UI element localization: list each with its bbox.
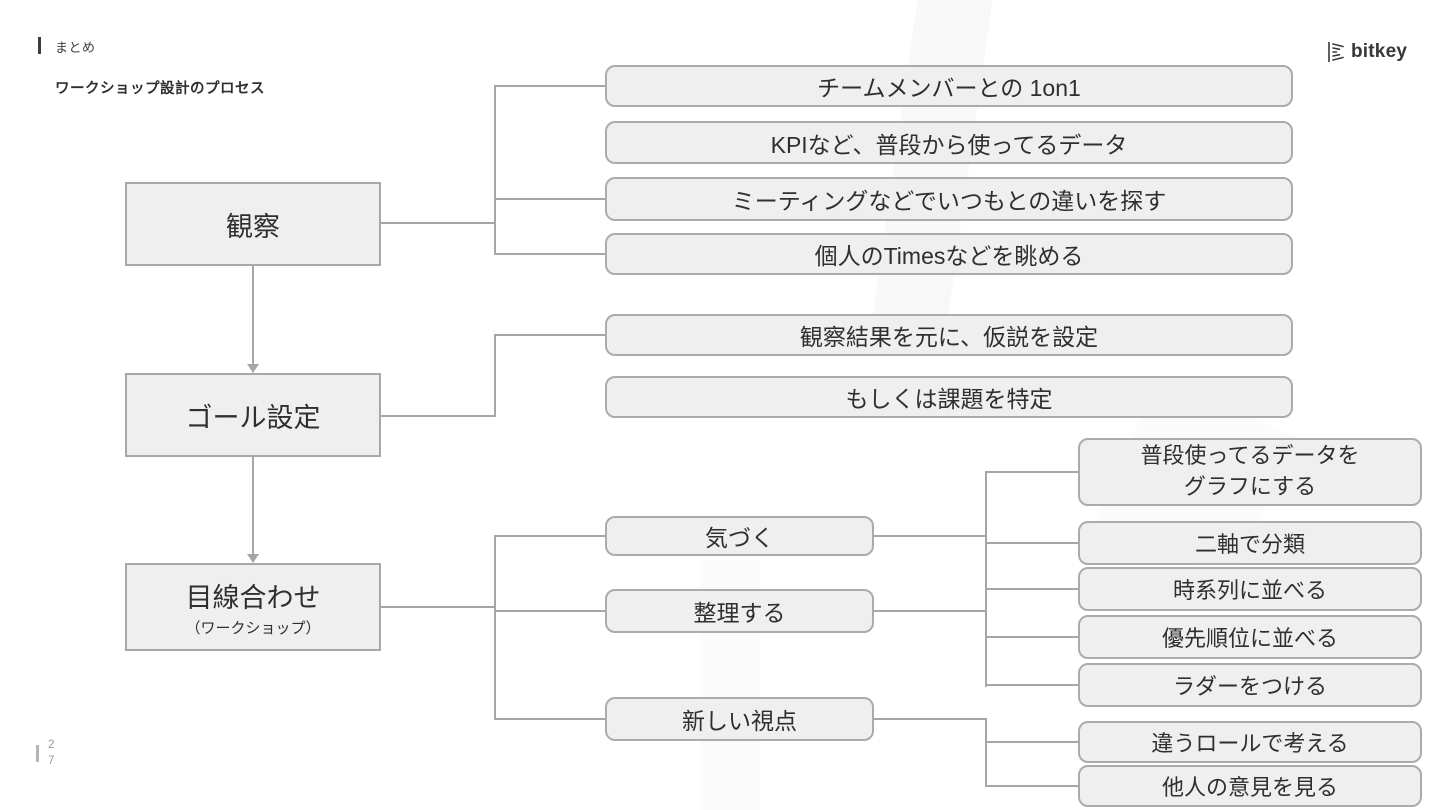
connector-line [494, 253, 605, 255]
connector-line [985, 588, 1078, 590]
technique-box-chronological: 時系列に並べる [1078, 567, 1422, 611]
brand-logo-text: bitkey [1351, 41, 1408, 62]
stage-label: 観察 [226, 211, 280, 242]
item-label: 他人の意見を見る [1161, 775, 1338, 800]
item-label: 新しい視点 [682, 708, 797, 734]
connector-line [381, 606, 494, 608]
connector-line [985, 471, 1078, 473]
stage-box-observation: 観察 [125, 182, 381, 266]
observation-item-meetings: ミーティングなどでいつもとの違いを探す [605, 177, 1293, 221]
item-label: チームメンバーとの 1on1 [817, 75, 1081, 101]
brand-logo: bitkey [1326, 40, 1407, 64]
stage-label: 目線合わせ [185, 583, 321, 613]
connector-line [494, 535, 496, 720]
connector-line [985, 636, 1078, 638]
header-accent-bar [38, 37, 41, 54]
technique-box-ladder: ラダーをつける [1078, 663, 1422, 707]
connector-line [874, 535, 985, 537]
connector-line [985, 718, 987, 787]
item-label: 違うロールで考える [1151, 731, 1349, 756]
method-box-notice: 気づく [605, 516, 874, 556]
connector-line [985, 785, 1078, 787]
technique-box-priority: 優先順位に並べる [1078, 615, 1422, 659]
stage-sublabel: （ワークショップ） [185, 620, 321, 637]
connector-line [494, 85, 605, 87]
observation-item-kpi-data: KPIなど、普段から使ってるデータ [605, 121, 1293, 164]
item-label: 個人のTimesなどを眺める [814, 243, 1084, 269]
goal-item-hypothesis: 観察結果を元に、仮説を設定 [605, 314, 1293, 356]
item-label: ミーティングなどでいつもとの違いを探す [731, 188, 1167, 214]
connector-line [494, 334, 605, 336]
stage-box-goal-setting: ゴール設定 [125, 373, 381, 457]
arrow-shaft [252, 457, 254, 555]
method-box-organize: 整理する [605, 589, 874, 633]
connector-line [494, 334, 496, 417]
connector-line [494, 535, 605, 537]
technique-box-different-role: 違うロールで考える [1078, 721, 1422, 763]
connector-line [494, 610, 605, 612]
technique-box-others-opinions: 他人の意見を見る [1078, 765, 1422, 807]
connector-line [494, 718, 605, 720]
item-label: もしくは課題を特定 [845, 386, 1053, 412]
item-label: 観察結果を元に、仮説を設定 [799, 324, 1099, 350]
item-label: 普段使ってるデータを グラフにする [1140, 443, 1360, 499]
connector-line [494, 85, 496, 255]
page-number-bar [36, 745, 39, 762]
bitkey-logo-icon [1326, 40, 1346, 64]
arrow-down-icon [247, 554, 259, 563]
connector-line [381, 415, 494, 417]
connector-line [494, 198, 605, 200]
stage-box-alignment: 目線合わせ （ワークショップ） [125, 563, 381, 651]
item-label: 優先順位に並べる [1161, 626, 1338, 651]
section-label: まとめ [55, 40, 96, 55]
stage-label: ゴール設定 [185, 402, 321, 433]
connector-line [381, 222, 494, 224]
connector-line [985, 684, 1078, 686]
connector-line [985, 741, 1078, 743]
technique-box-graph-data: 普段使ってるデータを グラフにする [1078, 438, 1422, 506]
item-label: 気づく [705, 525, 774, 551]
arrow-down-icon [247, 364, 259, 373]
item-label: 時系列に並べる [1172, 578, 1327, 603]
technique-box-two-axis: 二軸で分類 [1078, 521, 1422, 565]
item-label: ラダーをつける [1172, 674, 1327, 699]
connector-line [874, 610, 985, 612]
connector-line [985, 542, 1078, 544]
method-box-new-perspective: 新しい視点 [605, 697, 874, 741]
connector-line [985, 471, 987, 687]
page-number: 27 [48, 739, 55, 767]
observation-item-times: 個人のTimesなどを眺める [605, 233, 1293, 275]
item-label: 二軸で分類 [1194, 532, 1305, 557]
item-label: 整理する [693, 600, 786, 626]
goal-item-issue: もしくは課題を特定 [605, 376, 1293, 418]
observation-item-1on1: チームメンバーとの 1on1 [605, 65, 1293, 107]
item-label: KPIなど、普段から使ってるデータ [770, 131, 1128, 158]
page-title: ワークショップ設計のプロセス [55, 81, 265, 97]
arrow-shaft [252, 266, 254, 365]
connector-line [874, 718, 985, 720]
